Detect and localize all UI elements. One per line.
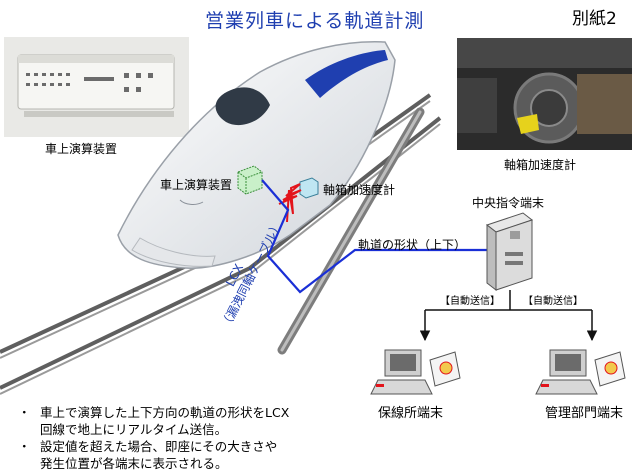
- bullet-marker: ・: [18, 405, 31, 420]
- notes-list: ・ 車上で演算した上下方向の軌道の形状をLCX 回線で地上にリアルタイム送信。 …: [18, 404, 289, 472]
- page-title: 営業列車による軌道計測: [205, 10, 425, 32]
- axlebox-accelerometer-callout: 軸箱加速度計: [323, 183, 396, 197]
- axlebox-accelerometer-cube: [299, 177, 319, 199]
- bullet-text-line2: 発生位置が各端末に表示される。: [40, 456, 228, 471]
- shinkansen-train: [117, 41, 396, 269]
- axlebox-accelerometer-photo: [457, 38, 632, 150]
- axlebox-accelerometer-photo-label: 軸箱加速度計: [504, 158, 577, 172]
- management-terminal-computer: [535, 349, 626, 395]
- track-shape-label: 軌道の形状（上下）: [358, 238, 467, 252]
- auto-send-right-label: 【自動送信】: [523, 296, 583, 307]
- onboard-device-photo: [4, 37, 189, 137]
- bullet-text-line2: 回線で地上にリアルタイム送信。: [40, 422, 228, 437]
- document-tag: 別紙2: [572, 9, 617, 29]
- distribution-arrows: [419, 290, 598, 342]
- central-terminal-label: 中央指令端末: [472, 196, 545, 210]
- onboard-device-photo-label: 車上演算装置: [45, 142, 118, 156]
- bullet-marker: ・: [18, 439, 31, 454]
- signal-line: [261, 179, 500, 294]
- maintenance-terminal-computer: [370, 349, 461, 395]
- central-terminal-computer: [485, 212, 534, 292]
- onboard-device-callout: 車上演算装置: [160, 178, 233, 192]
- auto-send-left-label: 【自動送信】: [440, 296, 500, 307]
- onboard-device-cube: [237, 165, 263, 195]
- vibration-burst: [278, 183, 302, 223]
- bullet-text-line1: 設定値を超えた場合、即座にその大きさや: [40, 439, 278, 454]
- list-item: ・ 車上で演算した上下方向の軌道の形状をLCX 回線で地上にリアルタイム送信。: [18, 404, 289, 438]
- management-terminal-label: 管理部門端末: [545, 406, 624, 421]
- maintenance-terminal-label: 保線所端末: [378, 406, 444, 421]
- list-item: ・ 設定値を超えた場合、即座にその大きさや 発生位置が各端末に表示される。: [18, 438, 289, 472]
- bullet-text-line1: 車上で演算した上下方向の軌道の形状をLCX: [40, 405, 290, 420]
